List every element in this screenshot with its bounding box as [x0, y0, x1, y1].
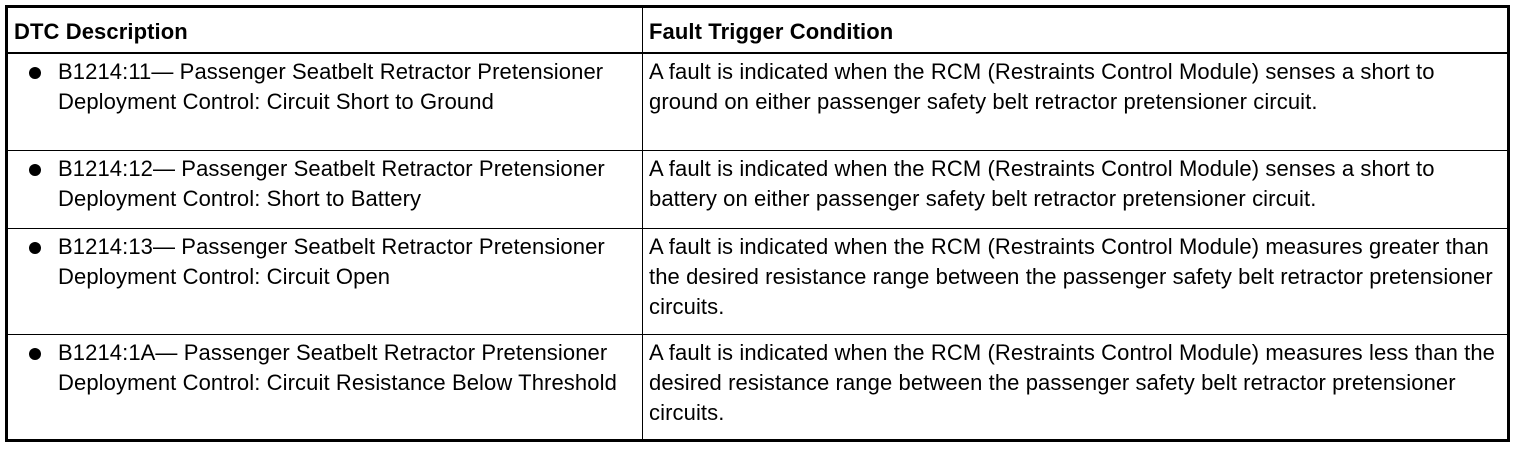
table-row: B1214:1A— Passenger Seatbelt Retractor P…	[6, 334, 1509, 441]
dtc-description: B1214:1A— Passenger Seatbelt Retractor P…	[58, 340, 617, 395]
fault-condition-cell: A fault is indicated when the RCM (Restr…	[642, 334, 1509, 441]
bullet-icon	[29, 66, 41, 79]
dtc-table-container: DTC Description Fault Trigger Condition …	[5, 5, 1510, 442]
dtc-description: B1214:13— Passenger Seatbelt Retractor P…	[58, 234, 605, 289]
fault-condition-cell: A fault is indicated when the RCM (Restr…	[642, 150, 1509, 229]
header-dtc-description: DTC Description	[6, 6, 643, 54]
dtc-description-cell: B1214:12— Passenger Seatbelt Retractor P…	[6, 150, 643, 229]
bullet-icon	[29, 164, 41, 176]
dtc-description: B1214:11— Passenger Seatbelt Retractor P…	[58, 58, 604, 114]
bullet-icon	[29, 348, 41, 360]
table-row: B1214:11— Passenger Seatbelt Retractor P…	[6, 52, 1509, 151]
bullet-icon	[29, 242, 41, 254]
dtc-description-cell: B1214:1A— Passenger Seatbelt Retractor P…	[6, 334, 643, 441]
table-header-row: DTC Description Fault Trigger Condition	[6, 6, 1509, 54]
table-row: B1214:12— Passenger Seatbelt Retractor P…	[6, 150, 1509, 229]
fault-condition-cell: A fault is indicated when the RCM (Restr…	[642, 228, 1509, 335]
header-fault-trigger-condition: Fault Trigger Condition	[642, 6, 1509, 54]
dtc-table: DTC Description Fault Trigger Condition …	[5, 5, 1510, 442]
dtc-description-cell: B1214:13— Passenger Seatbelt Retractor P…	[6, 228, 643, 335]
table-row: B1214:13— Passenger Seatbelt Retractor P…	[6, 228, 1509, 335]
dtc-description: B1214:12— Passenger Seatbelt Retractor P…	[58, 156, 605, 211]
fault-condition-cell: A fault is indicated when the RCM (Restr…	[642, 52, 1509, 151]
dtc-description-cell: B1214:11— Passenger Seatbelt Retractor P…	[6, 52, 643, 151]
